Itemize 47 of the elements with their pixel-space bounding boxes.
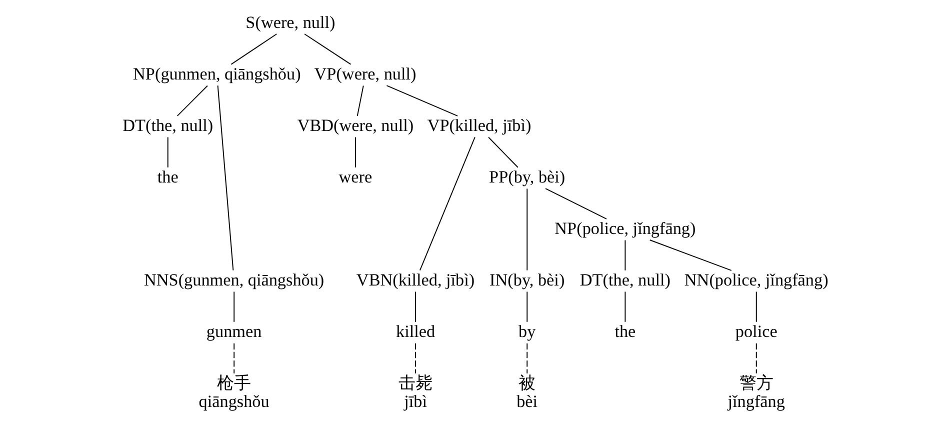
connector — [233, 291, 234, 322]
node-text: police — [734, 322, 777, 342]
node-text: killed — [396, 322, 435, 342]
node-text: gunmen — [206, 322, 262, 342]
connector — [230, 34, 277, 65]
connector — [526, 188, 528, 271]
node-text: VP(killed, jībì) — [426, 116, 531, 136]
connector — [648, 240, 732, 271]
connector — [624, 291, 626, 322]
node-text: VBD(were, null) — [296, 116, 414, 136]
connector — [418, 136, 475, 271]
node-text: DT(the, null) — [122, 116, 213, 136]
connector — [354, 136, 356, 168]
node-text: the — [614, 322, 636, 342]
node-text: IN(by, bèi) — [489, 270, 564, 290]
connector — [755, 291, 756, 322]
node-text: NP(gunmen, qiāngshǒu) — [132, 64, 300, 84]
node-text: the — [156, 168, 178, 187]
connector — [526, 342, 528, 374]
connector — [216, 85, 234, 271]
node-text: were — [338, 168, 372, 187]
node-text: 击毙 jībì — [398, 374, 432, 411]
connector — [488, 136, 518, 168]
node-text: NNS(gunmen, qiāngshǒu) — [144, 270, 324, 290]
node-text: PP(by, bèi) — [488, 168, 565, 187]
connector — [414, 291, 416, 322]
connector — [176, 85, 208, 116]
node-text: by — [518, 322, 536, 342]
connector — [386, 85, 458, 116]
node-text: 被 bèi — [516, 374, 538, 411]
connector — [356, 85, 364, 116]
node-text: 枪手 qiāngshǒu — [198, 374, 269, 411]
connector — [544, 188, 606, 220]
connector — [233, 342, 234, 374]
connector — [166, 136, 168, 168]
node-text: 警方 jǐngfāng — [727, 374, 784, 411]
node-text: NN(police, jǐngfāng) — [684, 270, 828, 290]
connector — [755, 342, 756, 374]
node-text: DT(the, null) — [579, 270, 670, 290]
connector — [624, 240, 626, 271]
node-text: NP(police, jǐngfāng) — [554, 219, 696, 238]
node-text: S(were, null) — [245, 13, 335, 32]
node-text: VP(were, null) — [314, 64, 416, 84]
connector — [304, 34, 351, 65]
node-text: VBN(killed, jībì) — [356, 270, 474, 290]
connector — [414, 342, 416, 374]
connector — [526, 291, 528, 322]
